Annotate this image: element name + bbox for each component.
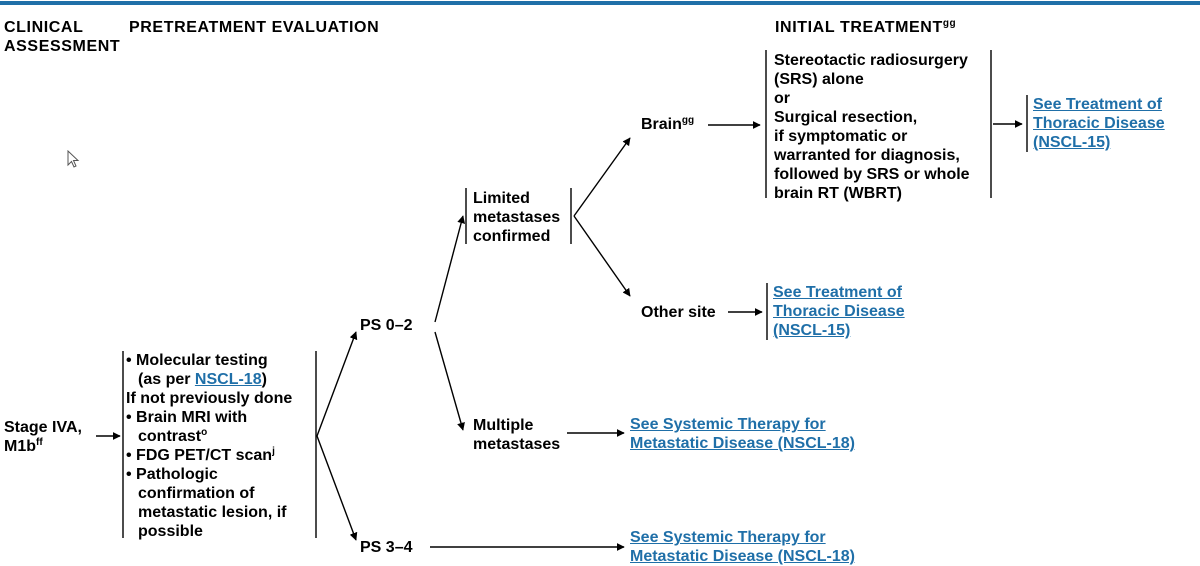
evaluation-box: • Molecular testing (as per NSCL-18) If … bbox=[126, 352, 293, 540]
eval-to-ps02-arrow bbox=[316, 331, 358, 437]
other-site-label: Other site bbox=[641, 304, 716, 321]
stage-label: Stage IVA, M1bff bbox=[4, 419, 82, 455]
header-clinical-assessment: CLINICAL ASSESSMENT bbox=[4, 19, 121, 55]
ps02-to-limited-arrow bbox=[434, 215, 466, 323]
ps-0-2-label: PS 0–2 bbox=[360, 317, 413, 334]
limited-to-other-arrow bbox=[573, 215, 631, 297]
eval-to-ps34-arrow bbox=[316, 435, 358, 541]
nscl-18-link[interactable]: NSCL-18 bbox=[194, 371, 262, 388]
systemic-therapy-link-1[interactable]: See Systemic Therapy for Metastatic Dise… bbox=[630, 416, 855, 452]
ps02-to-multiple-arrow bbox=[434, 331, 465, 431]
ps-3-4-label: PS 3–4 bbox=[360, 539, 413, 556]
limited-metastases-label: Limited metastases confirmed bbox=[473, 190, 561, 245]
systemic-therapy-link-2[interactable]: See Systemic Therapy for Metastatic Dise… bbox=[630, 529, 855, 565]
brain-label: Braingg bbox=[641, 115, 695, 134]
evaluation-line-molecular: • Molecular testing bbox=[126, 352, 268, 369]
thoracic-disease-link-2[interactable]: See Treatment of Thoracic Disease (NSCL-… bbox=[773, 284, 905, 339]
top-rule bbox=[0, 1, 1200, 5]
thoracic-disease-link-1[interactable]: See Treatment of Thoracic Disease (NSCL-… bbox=[1033, 96, 1165, 151]
srs-treatment-box: Stereotactic radiosurgery (SRS) alone or… bbox=[774, 52, 970, 202]
header-initial-treatment: INITIAL TREATMENTgg bbox=[775, 18, 957, 37]
multiple-metastases-label: Multiple metastases bbox=[473, 417, 561, 453]
header-pretreatment-evaluation: PRETREATMENT EVALUATION bbox=[129, 19, 380, 36]
limited-to-brain-arrow bbox=[573, 137, 631, 217]
mouse-cursor-icon bbox=[67, 150, 80, 168]
